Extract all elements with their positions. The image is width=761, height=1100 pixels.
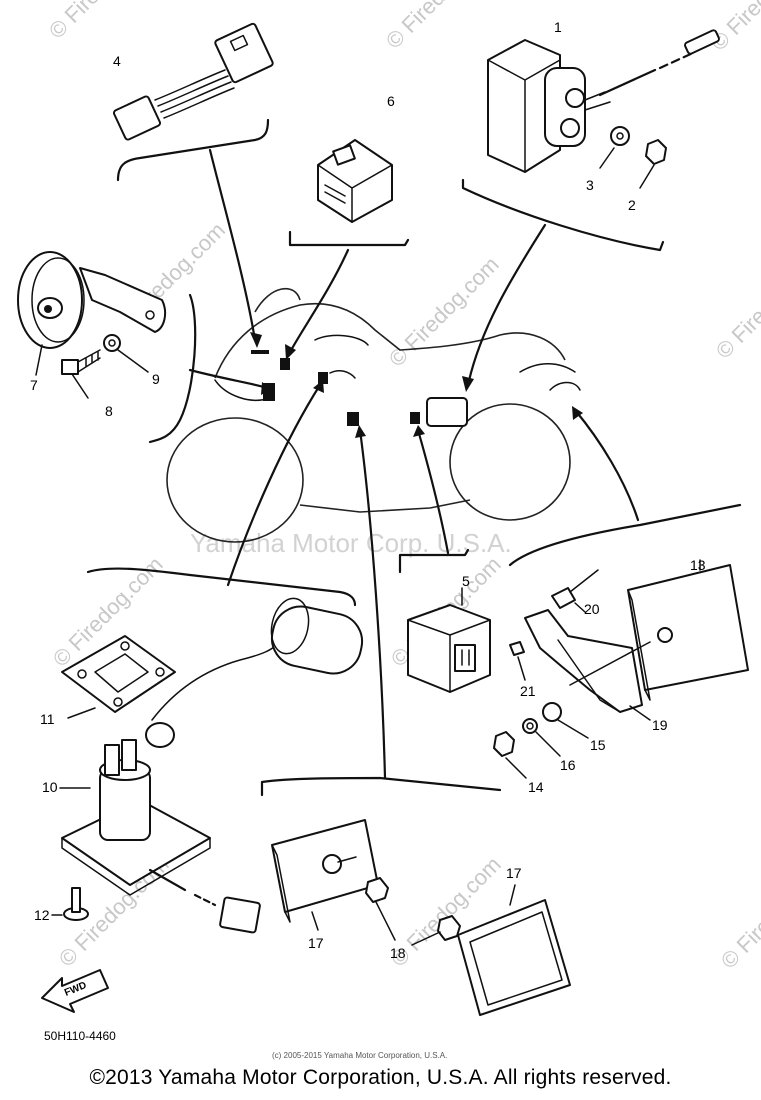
- watermark-center: © Firedog.com: [384, 252, 504, 372]
- part-label-21: 21: [520, 683, 536, 699]
- watermark-topmid: © Firedog.com: [381, 0, 501, 54]
- part-number-labels: 1 2 3 4 5 6 7 8 9 10 11 12 13 14 15 16 1…: [30, 19, 706, 961]
- watermark-bottomright: © Firedog.com: [716, 854, 761, 974]
- part-21-clip: [509, 641, 526, 681]
- part-label-3: 3: [586, 177, 594, 193]
- fwd-arrow-icon: FWD: [41, 969, 109, 1013]
- part-label-16: 16: [560, 757, 576, 773]
- part-16-washer: [522, 718, 561, 757]
- part-label-9: 9: [152, 371, 160, 387]
- part-12-screw: [51, 887, 89, 921]
- motorcycle-outline: [166, 287, 581, 543]
- diagram-code: 50H110-4460: [44, 1029, 116, 1043]
- part-1-starter-relay: [487, 29, 720, 173]
- part-6-relay: [317, 139, 393, 223]
- part-label-7: 7: [30, 377, 38, 393]
- part-label-18: 18: [390, 945, 406, 961]
- part-label-8: 8: [105, 403, 113, 419]
- part-14-nut: [493, 731, 527, 779]
- part-5-flasher-relay: [407, 587, 491, 693]
- part-label-2: 2: [628, 197, 636, 213]
- part-label-10: 10: [42, 779, 58, 795]
- part-label-17-right: 17: [506, 865, 522, 881]
- part-label-20: 20: [584, 601, 600, 617]
- part-label-12: 12: [34, 907, 50, 923]
- part-10-fuel-sender: [59, 597, 364, 934]
- part-17-reflector-left: [271, 819, 379, 931]
- part-2-nut: [639, 139, 667, 189]
- part-label-5: 5: [462, 573, 470, 589]
- part-17-reflector-right: [457, 884, 571, 1016]
- part-3-washer: [599, 126, 630, 169]
- part-4-wire-harness: [113, 22, 274, 141]
- part-19-bracket: [524, 609, 651, 721]
- part-7-horn: [17, 251, 167, 376]
- watermark-right: © Firedog.com: [711, 244, 761, 364]
- group-brackets: [86, 118, 742, 797]
- part-label-19: 19: [652, 717, 668, 733]
- small-copyright: (c) 2005-2015 Yamaha Motor Corporation, …: [272, 1051, 447, 1060]
- footer-copyright: ©2013 Yamaha Motor Corporation, U.S.A. A…: [89, 1066, 672, 1089]
- part-20-rivet: [551, 569, 599, 613]
- part-8-bolt: [61, 349, 101, 399]
- part-11-gasket: [61, 635, 176, 719]
- bike-markers: [251, 350, 468, 427]
- part-9-washer: [103, 334, 149, 373]
- watermark-topright: © Firedog.com: [706, 0, 761, 56]
- part-label-15: 15: [590, 737, 606, 753]
- part-label-11: 11: [40, 711, 55, 727]
- part-label-17-left: 17: [308, 935, 324, 951]
- part-18-nuts: [365, 877, 461, 946]
- part-label-13: 13: [690, 557, 706, 573]
- part-label-4: 4: [113, 53, 121, 69]
- part-label-6: 6: [387, 93, 395, 109]
- part-13-reflector: [627, 559, 749, 701]
- part-15-washer: [542, 702, 589, 739]
- part-label-1: 1: [554, 19, 562, 35]
- part-label-14: 14: [528, 779, 544, 795]
- watermark-topleft: © Firedog.com: [44, 0, 164, 44]
